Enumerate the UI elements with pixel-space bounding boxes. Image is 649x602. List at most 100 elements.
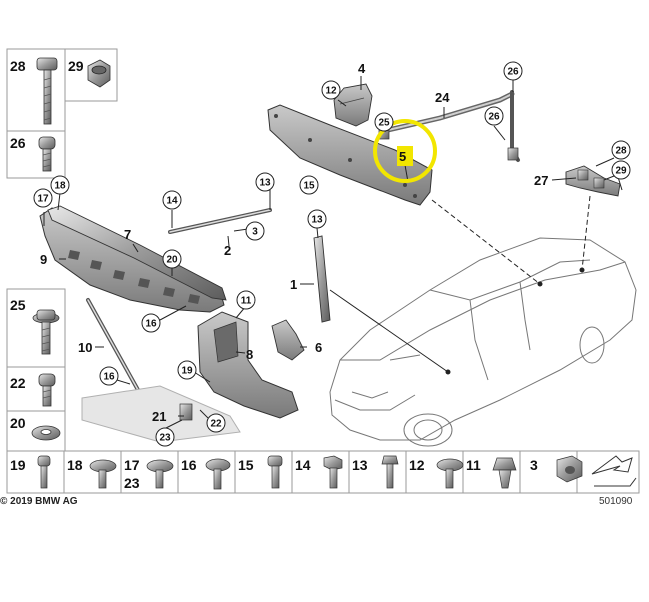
callout-label-13: 13	[259, 178, 271, 189]
legend-11: 11	[466, 457, 481, 473]
legend-labels: 28 29 26 25 22 20 19 18 17 23 16 15 14 1…	[10, 58, 538, 491]
legend-12: 12	[409, 457, 425, 473]
callout-label-23: 23	[159, 433, 171, 444]
callout-label-16: 16	[103, 372, 115, 383]
callout-label-28: 28	[615, 146, 627, 157]
label-5: 5	[399, 149, 406, 164]
callout-label-15: 15	[303, 181, 315, 192]
screw-12-icon	[436, 458, 464, 489]
callout-label-11: 11	[241, 296, 252, 307]
label-27: 27	[534, 173, 548, 188]
callout-circle-20	[162, 249, 182, 269]
callout-label-25: 25	[378, 118, 390, 129]
callout-circle-17	[33, 188, 53, 208]
bracket-21	[179, 403, 193, 421]
label-10: 10	[78, 340, 92, 355]
bolt-15-icon	[267, 455, 283, 489]
legend-25: 25	[10, 297, 26, 313]
callout-circle-13	[255, 172, 275, 192]
callout-circle-26	[503, 61, 523, 81]
callout-circle-16	[141, 313, 161, 333]
nut-29-icon	[87, 59, 111, 88]
callout-circle-14	[162, 190, 182, 210]
legend-29: 29	[68, 58, 84, 74]
highlight-ring	[373, 119, 437, 183]
callout-circle-28	[611, 140, 631, 160]
callout-circle-19	[177, 360, 197, 380]
left-legend	[6, 48, 118, 452]
label-8: 8	[246, 347, 253, 362]
screw-17-icon	[146, 459, 174, 489]
legend-23: 23	[124, 475, 140, 491]
upper-strut-bar-7	[47, 205, 227, 301]
washer-20-icon	[31, 425, 61, 441]
screw-18-icon	[89, 459, 117, 489]
callout-label-17: 17	[37, 194, 49, 205]
bolt-22-icon	[38, 373, 56, 407]
bracket-27	[565, 165, 621, 197]
legend-22: 22	[10, 375, 26, 391]
callout-circle-15	[299, 175, 319, 195]
copyright-text: © 2019 BMW AG	[0, 496, 78, 507]
label-21: 21	[152, 409, 166, 424]
legend-28: 28	[10, 58, 26, 74]
callout-label-22: 22	[210, 419, 222, 430]
callout-circle-22	[206, 413, 226, 433]
callout-circle-26	[484, 106, 504, 126]
label-2: 2	[224, 243, 231, 258]
rod-2	[168, 208, 272, 234]
bolt-28-icon	[36, 57, 58, 125]
plain-labels: 4 24 5 27 7 2 9 1 10 8 6 21	[40, 61, 548, 424]
callout-label-26: 26	[507, 67, 519, 78]
legend-16: 16	[181, 457, 197, 473]
legend-20: 20	[10, 415, 26, 431]
front-brace-bracket-15	[267, 104, 433, 206]
arrow-icon	[591, 455, 637, 487]
callout-label-12: 12	[325, 86, 337, 97]
label-24: 24	[435, 90, 450, 105]
bolt-14-icon	[323, 455, 343, 489]
callout-label-14: 14	[166, 196, 178, 207]
strut-1	[313, 235, 331, 323]
clip-11-icon	[492, 457, 517, 489]
cap-3-icon	[556, 455, 583, 483]
callout-circle-3	[245, 221, 265, 241]
callout-circle-18	[50, 175, 70, 195]
callout-circle-12	[321, 80, 341, 100]
callout-label-20: 20	[166, 255, 178, 266]
callout-label-3: 3	[252, 227, 258, 238]
label-1: 1	[290, 277, 297, 292]
bolt-26-icon	[38, 136, 56, 172]
callout-label-16: 16	[145, 319, 157, 330]
legend-19: 19	[10, 457, 26, 473]
callout-label-13: 13	[311, 215, 323, 226]
bumper-reinforcement	[81, 385, 241, 443]
label-6: 6	[315, 340, 322, 355]
callout-circle-25	[374, 112, 394, 132]
legend-18: 18	[67, 457, 83, 473]
callout-label-18: 18	[54, 181, 66, 192]
document-number: 501090	[599, 496, 633, 507]
legend-14: 14	[295, 457, 311, 473]
pointer-lines	[329, 195, 591, 375]
screw-16-icon	[205, 458, 231, 490]
label-7: 7	[124, 227, 131, 242]
bracket-6	[271, 319, 305, 361]
callout-circle-29	[611, 160, 631, 180]
part-5-label-box	[397, 146, 413, 166]
callout-circle-11	[236, 290, 256, 310]
car-outline	[329, 237, 637, 447]
legend-17: 17	[124, 457, 140, 473]
callout-label-29: 29	[615, 166, 627, 177]
bolt-13-icon	[381, 455, 399, 489]
callout-label-19: 19	[181, 366, 193, 377]
screw-25-icon	[32, 309, 60, 355]
callout-label-26: 26	[488, 112, 500, 123]
callout-circle-23	[155, 427, 175, 447]
legend-26: 26	[10, 135, 26, 151]
label-4: 4	[358, 61, 366, 76]
bolt-19-icon	[37, 455, 51, 489]
callout-circle-16	[99, 366, 119, 386]
